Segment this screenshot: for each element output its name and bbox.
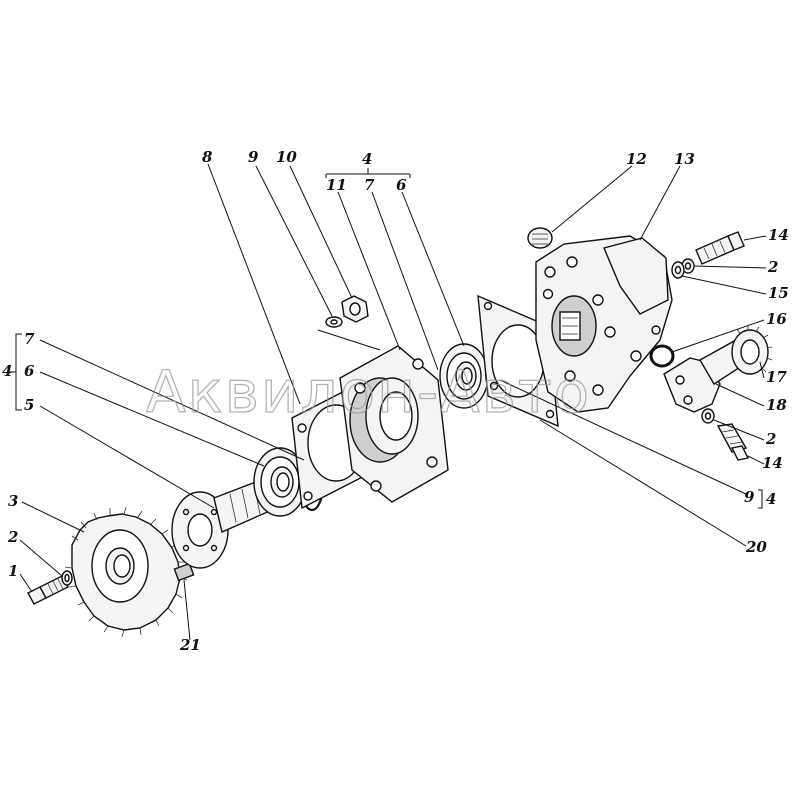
callout-10: 10 [276,148,297,166]
part-11-flange-housing [339,345,449,503]
callout-2-top-right: 2 [767,258,778,276]
part-16-o-ring [649,344,675,368]
callout-4-left: 4 [2,362,12,380]
callout-18: 18 [766,396,787,414]
callout-7-left: 7 [24,330,35,348]
callout-2-left: 2 [7,528,18,546]
callout-4-top: 4 [362,150,372,168]
part-12-plug [527,227,553,249]
callout-6-top: 6 [396,176,407,194]
watermark-text: Аквилон-Авто [146,358,591,426]
callout-16: 16 [766,310,787,328]
callout-15: 15 [768,284,789,302]
callout-5: 5 [24,396,34,414]
callout-11: 11 [326,176,347,194]
callout-2-bottom-right: 2 [765,430,776,448]
part-13-main-housing [535,235,673,413]
callout-labels: 1 2 3 21 5 6 7 4 8 9 10 4 11 7 6 12 13 1… [2,148,789,654]
callout-6-left: 6 [24,362,35,380]
part-14-bolt-bottom [716,423,750,461]
callout-14-bottom: 14 [762,454,783,472]
callout-8: 8 [202,148,213,166]
part-2-washer-bottom-right [701,408,715,424]
callout-12: 12 [626,150,647,168]
callout-1: 1 [8,562,18,580]
part-17-gear-sleeve [731,325,773,375]
part-6-bearing-center [439,343,489,409]
callout-14-top: 14 [768,226,789,244]
callout-9-top: 9 [248,148,259,166]
callout-21: 21 [179,636,201,654]
callout-3: 3 [8,492,18,510]
callout-17: 17 [766,368,787,386]
part-15-washer [671,261,685,279]
part-2-washer-left [61,570,73,586]
callout-9-right: 9 [744,488,755,506]
callout-7-top: 7 [364,176,375,194]
part-21-pin [173,562,195,582]
callout-20: 20 [745,538,767,556]
leader-lines [10,163,767,641]
part-3-gear [64,506,188,638]
part-14-bolt-top [695,231,745,265]
callout-13: 13 [674,150,695,168]
part-9-washer-top [325,316,343,328]
part-1-bolt [27,575,69,605]
callout-4-right: 4 [766,490,776,508]
part-10-nut [341,295,369,323]
